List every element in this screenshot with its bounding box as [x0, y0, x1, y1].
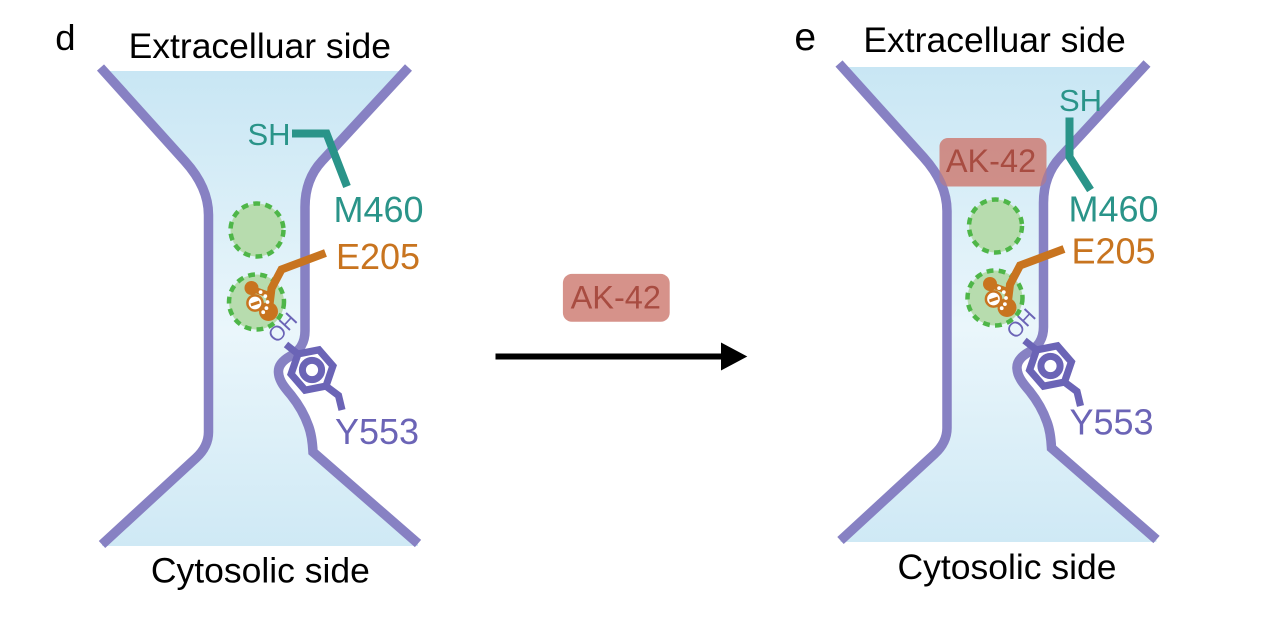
svg-text:M460: M460 — [1069, 189, 1159, 230]
svg-text:Cytosolic side: Cytosolic side — [898, 547, 1117, 587]
svg-text:M460: M460 — [334, 189, 424, 230]
svg-text:Extracelluar side: Extracelluar side — [863, 20, 1125, 60]
svg-text:Y553: Y553 — [335, 411, 419, 452]
svg-text:E205: E205 — [1072, 231, 1156, 272]
svg-text:AK-42: AK-42 — [571, 280, 661, 316]
svg-text:d: d — [55, 17, 75, 58]
svg-text:e: e — [794, 16, 816, 59]
svg-text:E205: E205 — [336, 236, 420, 277]
svg-text:Cytosolic side: Cytosolic side — [151, 551, 370, 591]
svg-text:SH: SH — [1059, 83, 1102, 118]
svg-text:Y553: Y553 — [1070, 402, 1154, 443]
svg-text:Extracelluar side: Extracelluar side — [129, 26, 391, 66]
svg-text:AK-42: AK-42 — [946, 143, 1036, 179]
svg-text:SH: SH — [248, 117, 291, 152]
